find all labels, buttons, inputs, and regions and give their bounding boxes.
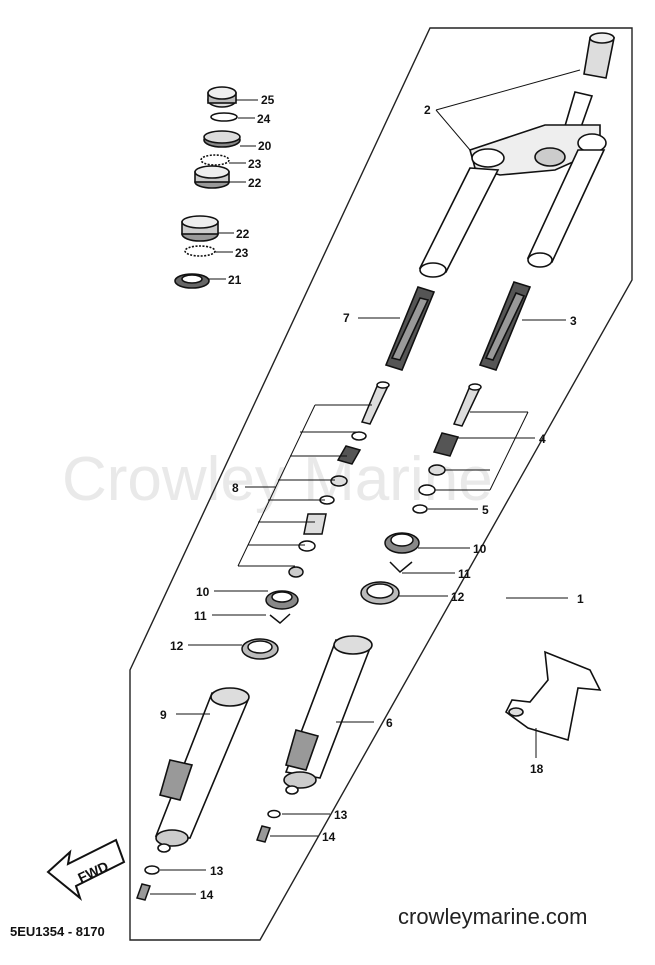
group-brackets <box>237 404 529 567</box>
fork-springs <box>384 281 532 371</box>
assembly-outline <box>129 27 633 941</box>
callout-9: 9 <box>160 708 167 722</box>
callout-5: 5 <box>482 503 489 517</box>
site-watermark: crowleymarine.com <box>398 904 588 929</box>
callout-14b: 14 <box>200 888 214 902</box>
outer-tube-right <box>283 635 373 795</box>
steering-bearing-group <box>174 86 241 289</box>
fwd-arrow: FWD <box>46 838 126 901</box>
callout-13b: 13 <box>210 864 224 878</box>
callout-20: 20 <box>258 139 272 153</box>
callout-4: 4 <box>539 432 546 446</box>
callout-10b: 10 <box>196 585 210 599</box>
outer-tube-left <box>154 687 250 853</box>
callout-numbers: 25 24 20 23 22 22 23 21 2 7 3 4 8 5 10 1… <box>160 93 584 902</box>
callout-1: 1 <box>577 592 584 606</box>
callout-11a: 11 <box>458 567 471 581</box>
drawing-code: 5EU1354 - 8170 <box>10 924 105 939</box>
callout-18: 18 <box>530 762 544 776</box>
callout-3: 3 <box>570 314 577 328</box>
callout-23b: 23 <box>235 246 249 260</box>
bolts-washers <box>136 809 281 901</box>
leader-lines <box>150 69 581 895</box>
callout-10a: 10 <box>473 542 487 556</box>
callout-7: 7 <box>343 311 350 325</box>
watermark: Crowley Marine <box>62 445 493 514</box>
callout-23a: 23 <box>248 157 262 171</box>
under-bracket <box>418 32 615 278</box>
callout-14a: 14 <box>322 830 336 844</box>
callout-8: 8 <box>232 481 239 495</box>
part-18-bracket <box>504 650 602 742</box>
callout-24: 24 <box>257 112 271 126</box>
callout-2: 2 <box>424 103 431 117</box>
callout-13a: 13 <box>334 808 348 822</box>
callout-22a: 22 <box>248 176 262 190</box>
callout-12a: 12 <box>451 590 465 604</box>
left-damper-parts <box>241 381 390 660</box>
callout-6: 6 <box>386 716 393 730</box>
callout-21: 21 <box>228 273 242 287</box>
callout-12b: 12 <box>170 639 184 653</box>
callout-11b: 11 <box>194 609 207 623</box>
callout-25: 25 <box>261 93 275 107</box>
right-damper-parts <box>360 383 482 605</box>
callout-22b: 22 <box>236 227 250 241</box>
